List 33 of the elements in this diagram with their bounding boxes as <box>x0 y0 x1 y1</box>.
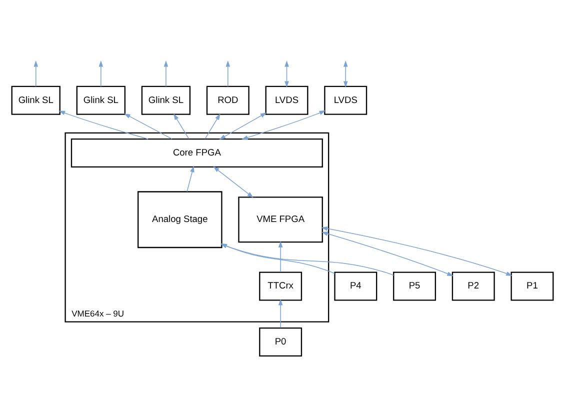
node-box: Glink SL <box>141 86 191 115</box>
arrow <box>186 166 194 192</box>
node-box: Analog Stage <box>138 191 222 248</box>
node-box: Glink SL <box>11 86 60 115</box>
node-box: VME FPGA <box>238 196 323 243</box>
arrow <box>219 112 267 140</box>
arrow <box>34 60 38 87</box>
arrow <box>213 166 254 198</box>
node-box: TTCrx <box>259 272 302 301</box>
arrow <box>124 113 172 140</box>
arrow <box>58 110 148 140</box>
node-box: LVDS <box>265 86 308 115</box>
node-box: Core FPGA <box>70 138 323 168</box>
arrow <box>226 60 230 87</box>
arrow <box>98 60 104 87</box>
arrow <box>343 60 348 88</box>
arrow <box>321 226 512 276</box>
node-box: LVDS <box>324 86 368 115</box>
node-box: ROD <box>206 86 250 115</box>
node-box: P4 <box>334 272 378 301</box>
arrow <box>242 110 326 140</box>
node-box: P5 <box>393 272 436 301</box>
arrow <box>278 241 283 272</box>
node-box: Glink SL <box>76 86 126 115</box>
arrow <box>204 114 220 140</box>
arrow <box>174 114 190 140</box>
arrow <box>278 299 283 328</box>
node-box: P0 <box>259 327 302 356</box>
arrow <box>164 60 168 87</box>
node-box: P2 <box>452 272 495 301</box>
node-box: P1 <box>510 272 554 301</box>
arrow <box>284 60 289 88</box>
arrow <box>322 232 454 276</box>
